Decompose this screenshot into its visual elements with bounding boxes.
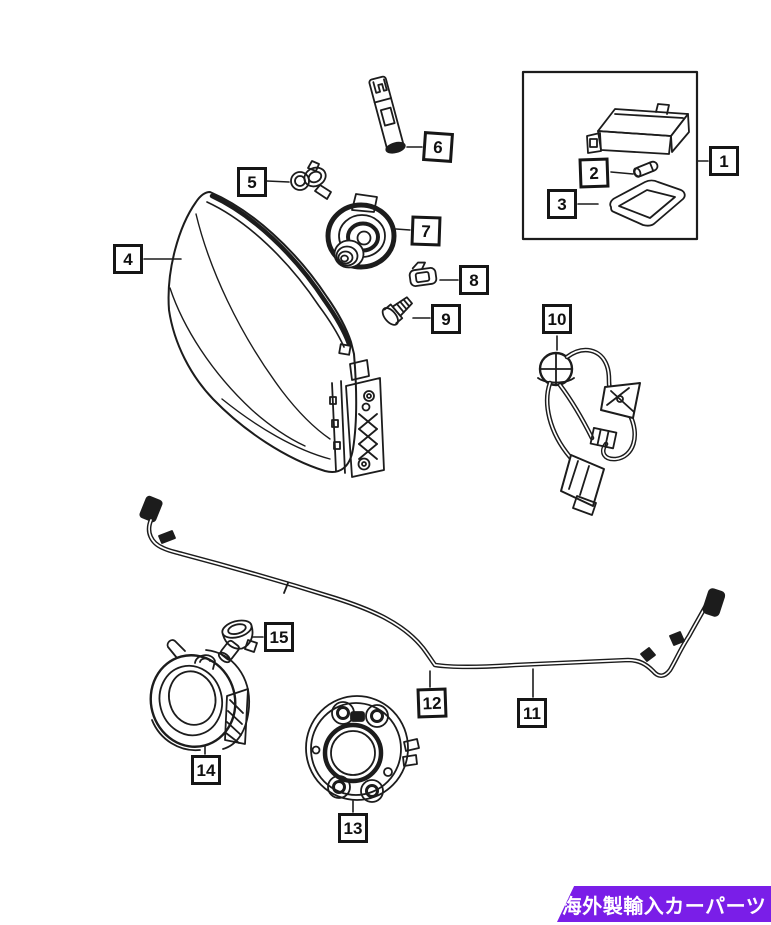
callout-5: 5: [237, 167, 267, 197]
callout-1-label: 1: [719, 151, 729, 171]
callout-15-label: 15: [269, 627, 289, 647]
callout-5-label: 5: [247, 172, 257, 192]
callout-14: 14: [191, 755, 221, 785]
mounting-bracket-drawing: [368, 75, 406, 154]
callout-3: 3: [547, 189, 577, 219]
fog-lamp-mounting-ring-drawing: [305, 695, 420, 803]
callout-7-label: 7: [420, 221, 432, 241]
screw-drawing: [381, 296, 413, 326]
callout-10: 10: [542, 304, 572, 334]
callout-14-label: 14: [196, 760, 216, 780]
headlamp-bulb-drawing: [325, 193, 397, 270]
callout-8-label: 8: [469, 270, 479, 290]
leader-line-7: [395, 228, 411, 231]
fuse-drawing: [633, 160, 659, 178]
callout-9: 9: [431, 304, 461, 334]
headlamp-assembly-drawing: [167, 191, 385, 478]
callout-6: 6: [421, 130, 455, 164]
callout-12-label: 12: [422, 693, 442, 713]
callout-9-label: 9: [441, 309, 451, 329]
callout-4-label: 4: [123, 249, 133, 269]
callout-3-label: 3: [557, 194, 567, 214]
leader-line-2: [610, 171, 634, 175]
leader-line-5: [266, 180, 290, 183]
bulb-socket-drawing: [290, 160, 332, 200]
callout-2: 2: [578, 157, 610, 189]
callout-6-label: 6: [432, 137, 444, 157]
callout-11-label: 11: [523, 703, 541, 723]
callout-12: 12: [416, 687, 448, 719]
shop-banner: 海外製輸入カーパーツ: [557, 886, 771, 922]
callout-8: 8: [459, 265, 489, 295]
callout-7: 7: [410, 215, 442, 247]
callout-11: 11: [517, 698, 547, 728]
leader-lines: [143, 146, 709, 813]
tray-drawing: [609, 179, 686, 227]
callout-4: 4: [113, 244, 143, 274]
callout-1: 1: [709, 146, 739, 176]
callout-15: 15: [264, 622, 294, 652]
callout-2-label: 2: [588, 163, 600, 183]
headlamp-wiring-harness-drawing: [537, 347, 641, 516]
kit-box-outline: [521, 70, 699, 241]
fog-lamp-wiring-drawing: [139, 495, 726, 679]
control-module-drawing: [586, 103, 690, 155]
fog-lamp-bulb-drawing: [217, 619, 258, 664]
callout-13: 13: [338, 813, 368, 843]
callout-13-label: 13: [343, 818, 363, 838]
callout-10-label: 10: [547, 309, 567, 329]
retainer-clip-drawing: [408, 261, 438, 287]
